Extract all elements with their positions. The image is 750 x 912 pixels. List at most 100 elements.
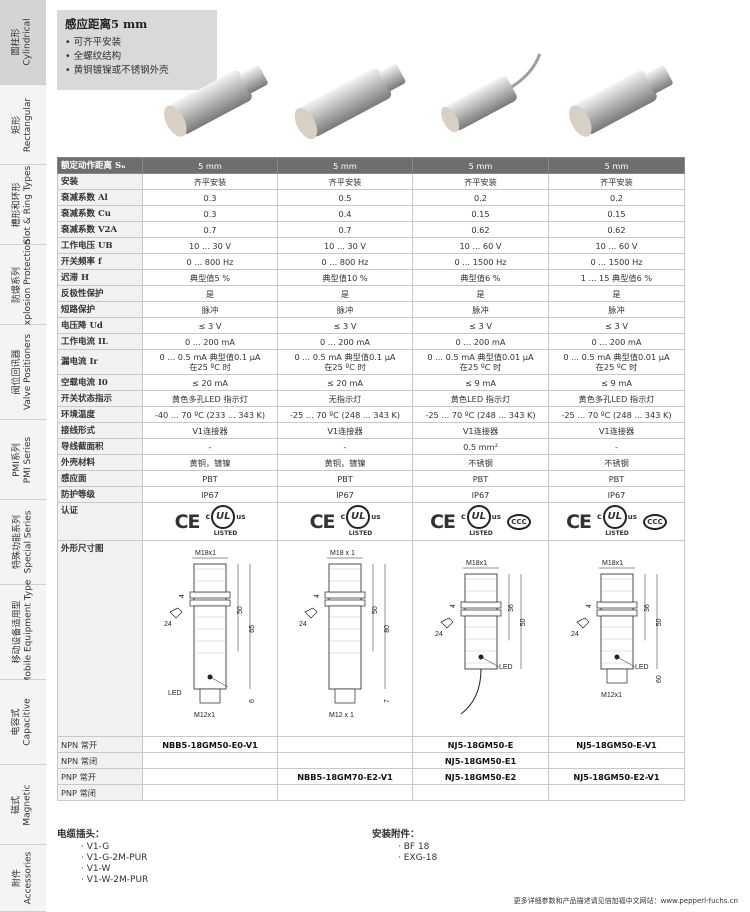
part-number[interactable]: NJ5-18GM50-E xyxy=(412,736,549,753)
connector xyxy=(606,668,627,683)
row-label: 空载电流 I0 xyxy=(57,374,143,391)
part-number[interactable] xyxy=(142,768,278,785)
spec-value: 0.3 xyxy=(142,189,278,206)
spec-row: 空载电流 I0≤ 20 mA≤ 20 mA≤ 9 mA≤ 9 mA xyxy=(57,374,685,391)
row-label: 外壳材料 xyxy=(57,454,143,471)
spec-value: 齐平安装 xyxy=(548,173,685,190)
led-indicator xyxy=(207,674,213,679)
feature-item: • 可齐平安装 xyxy=(65,37,122,48)
led-label: LED xyxy=(499,664,513,671)
spec-value: ≤ 3 V xyxy=(548,317,685,334)
spec-value: PBT xyxy=(412,470,549,487)
ccc-mark: CCC xyxy=(642,513,667,530)
part-number[interactable]: NBB5-18GM50-E0-V1 xyxy=(142,736,278,753)
spec-value: IP67 xyxy=(412,486,549,503)
cable-item: · V1-G xyxy=(81,842,110,852)
dimension-label: 4 xyxy=(586,604,593,608)
row-label: 漏电流 Ir xyxy=(57,349,143,375)
spec-value: 齐平安装 xyxy=(277,173,413,190)
part-number[interactable]: NJ5-18GM50-E1 xyxy=(412,752,549,769)
cables-title: 电缆插头： xyxy=(57,829,105,840)
row-label: PNP 常闭 xyxy=(57,784,143,801)
part-number-row: NPN 常闭 NJ5-18GM50-E1 xyxy=(57,752,685,769)
thread-label: M18x1 xyxy=(466,560,487,567)
row-label: NPN 常闭 xyxy=(57,752,143,769)
spec-row: 导线截面积--0.5 mm²- xyxy=(57,438,685,455)
spec-value: 0 ... 800 Hz xyxy=(142,253,278,270)
part-number[interactable] xyxy=(548,752,685,769)
spec-value: V1连接器 xyxy=(412,422,549,439)
part-number[interactable]: NJ5-18GM50-E2 xyxy=(412,768,549,785)
ccc-mark: CCC xyxy=(506,513,531,530)
spec-value: ≤ 3 V xyxy=(142,317,278,334)
row-label: 开关状态指示 xyxy=(57,390,143,407)
sensor-body xyxy=(193,563,227,689)
spec-value: 0 ... 1500 Hz xyxy=(548,253,685,270)
part-number[interactable] xyxy=(277,784,413,801)
part-number[interactable]: NBB5-18GM70-E2-V1 xyxy=(277,768,413,785)
row-label: 接线形式 xyxy=(57,422,143,439)
row-label: 衰减系数 Cu xyxy=(57,205,143,222)
product-photo-2 xyxy=(294,64,406,140)
dimension-label: 80 xyxy=(384,624,391,632)
part-number[interactable]: NJ5-18GM50-E-V1 xyxy=(548,736,685,753)
part-number[interactable] xyxy=(548,784,685,801)
spec-value: 0 ... 200 mA xyxy=(548,333,685,350)
spec-value: 0.62 xyxy=(548,221,685,238)
spec-value: 0.7 xyxy=(142,221,278,238)
hex-label: 24 xyxy=(435,631,443,638)
nut xyxy=(324,599,366,606)
spec-value: 0 ... 0.5 mA 典型值0.1 μA 在25 ºC 时 xyxy=(142,349,278,375)
spec-value: IP67 xyxy=(142,486,278,503)
spec-value: 不锈钢 xyxy=(548,454,685,471)
row-label: 外形尺寸图 xyxy=(57,540,143,737)
accessory-item: · EXG-18 xyxy=(398,853,438,863)
spec-value: 脉冲 xyxy=(277,301,413,318)
hex-label: 24 xyxy=(164,621,172,628)
row-label: 导线截面积 xyxy=(57,438,143,455)
leader-line xyxy=(482,657,499,667)
row-label: 认证 xyxy=(57,502,143,541)
spec-value: PBT xyxy=(142,470,278,487)
spec-value: 10 ... 60 V xyxy=(412,237,549,254)
spec-value: 0.5 mm² xyxy=(412,438,549,455)
spec-value: 0.2 xyxy=(412,189,549,206)
part-number[interactable] xyxy=(277,736,413,753)
cable-item: · V1-W-2M-PUR xyxy=(81,875,149,885)
led-label: LED xyxy=(635,664,649,671)
part-number[interactable] xyxy=(277,752,413,769)
part-number[interactable] xyxy=(142,784,278,801)
part-number[interactable] xyxy=(412,784,549,801)
part-number[interactable]: NJ5-18GM50-E2-V1 xyxy=(548,768,685,785)
spec-value: 是 xyxy=(548,285,685,302)
spec-value: PBT xyxy=(277,470,413,487)
part-number[interactable] xyxy=(142,752,278,769)
ce-mark: CE xyxy=(174,510,201,533)
feature-list: • 可齐平安装 • 全螺纹结构 • 黄铜镀镍或不锈钢外壳 xyxy=(65,36,209,78)
spec-value: 无指示灯 xyxy=(277,390,413,407)
cable-connectors: 电缆插头： · V1-G · V1-G-2M-PUR · V1-W · V1-W… xyxy=(57,826,148,886)
ce-mark: CE xyxy=(430,510,456,533)
